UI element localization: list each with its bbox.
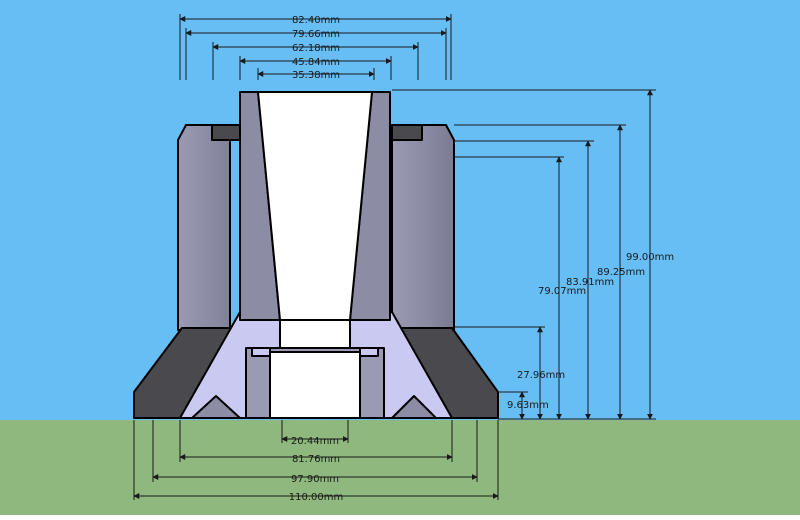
right-post xyxy=(391,124,455,331)
left-post xyxy=(177,124,241,331)
v-groove-right xyxy=(391,395,437,419)
dim-label-top-82: 82.40mm xyxy=(292,15,340,26)
lower-pocket-lip-right xyxy=(359,347,379,357)
dim-label-right-99: 99.00mm xyxy=(626,252,674,263)
dim-label-right-9: 9.63mm xyxy=(507,400,549,411)
lower-bore xyxy=(269,351,361,419)
dimension-annotations xyxy=(133,14,656,500)
ground-plane xyxy=(0,420,800,515)
collet-part[interactable] xyxy=(133,91,499,419)
left-post-top-cap xyxy=(211,124,241,141)
dim-label-right-79: 79.07mm xyxy=(538,286,586,297)
dim-label-bottom-81: 81.76mm xyxy=(292,454,340,465)
v-groove-left xyxy=(191,395,241,419)
dim-label-top-79: 79.66mm xyxy=(292,29,340,40)
dim-label-bottom-110: 110.00mm xyxy=(289,492,343,503)
bore-neck xyxy=(279,319,351,351)
dim-label-right-89: 89.25mm xyxy=(597,267,645,278)
right-post-top-cap xyxy=(391,124,423,141)
lower-pocket-lip-left xyxy=(251,347,271,357)
dimension-labels: 82.40mm 79.66mm 62.18mm 45.84mm 35.38mm … xyxy=(289,15,674,503)
dim-label-top-62: 62.18mm xyxy=(292,43,340,54)
dim-label-bottom-97: 97.90mm xyxy=(291,474,339,485)
dim-label-top-35: 35.38mm xyxy=(292,70,340,81)
dim-label-bottom-20: 20.44mm xyxy=(291,436,339,447)
dim-label-right-27: 27.96mm xyxy=(517,370,565,381)
dim-label-top-45: 45.84mm xyxy=(292,57,340,68)
dim-label-right-83: 83.91mm xyxy=(566,277,614,288)
